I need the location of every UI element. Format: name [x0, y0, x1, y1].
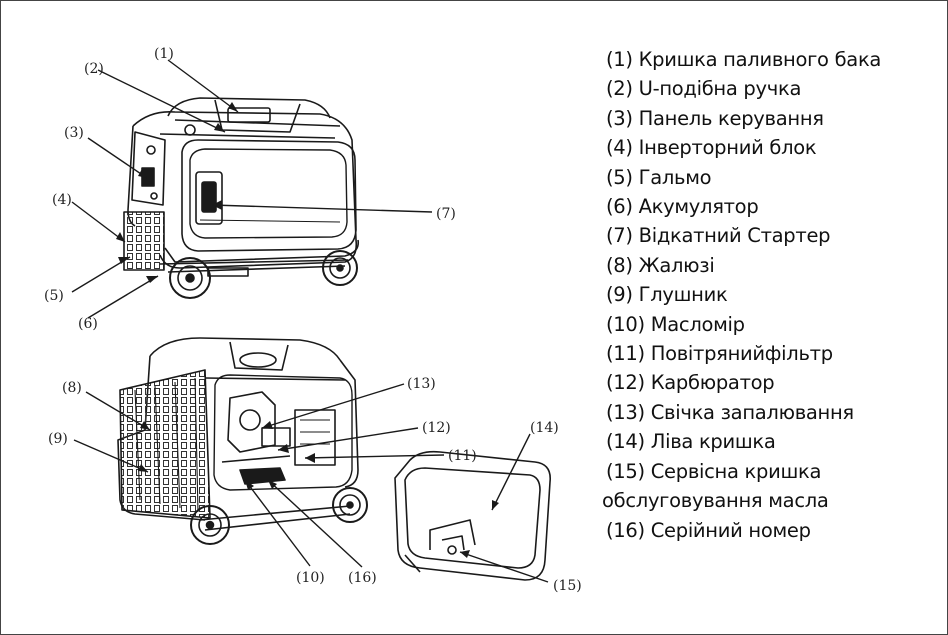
legend-item-16: (16) Серійний номер [606, 518, 811, 542]
leader-11 [304, 454, 445, 459]
arrowheads [116, 102, 499, 558]
leader-5 [71, 256, 131, 293]
left-cover-panel [394, 450, 552, 581]
callout-1: (1) [154, 46, 174, 62]
callout-7: (7) [436, 206, 456, 222]
legend-item-12: (12) Карбюратор [606, 371, 775, 395]
callout-15: (15) [553, 578, 582, 594]
callout-16: (16) [348, 570, 377, 586]
leader-6 [87, 275, 159, 319]
leader-9 [73, 439, 149, 473]
generator-open-view [117, 337, 368, 545]
generator-front-view [123, 97, 360, 299]
callout-6: (6) [78, 316, 98, 332]
legend-item-11: (11) Повітрянийфільтр [606, 342, 833, 366]
legend-item-4: (4) Інверторний блок [606, 136, 817, 160]
legend-item-15: (15) Сервісна кришка [606, 459, 822, 483]
leader-1 [167, 59, 239, 113]
leader-15 [459, 551, 549, 583]
callout-4: (4) [52, 192, 72, 208]
legend-item-15-continued: обслуговування масла [602, 489, 829, 513]
legend-item-10: (10) Масломір [606, 312, 745, 336]
leader-12 [277, 427, 419, 451]
leader-16 [267, 479, 363, 568]
callout-3: (3) [64, 125, 84, 141]
legend-item-8: (8) Жалюзі [606, 253, 715, 277]
parts-legend: (1) Кришка паливного бака (2) U-подібна … [602, 45, 941, 545]
leader-8 [85, 391, 151, 431]
callout-10: (10) [296, 570, 325, 586]
leader-3 [87, 137, 148, 179]
callout-13: (13) [407, 376, 436, 392]
leader-10 [244, 479, 311, 567]
callout-14: (14) [530, 420, 559, 436]
callout-labels: (1) (2) (3) (4) (5) (6) (7) (8) (9) (10)… [44, 46, 582, 594]
leader-2 [97, 69, 226, 133]
leader-14 [491, 433, 531, 511]
legend-item-7: (7) Відкатний Стартер [606, 224, 831, 248]
legend-item-14: (14) Ліва кришка [606, 430, 776, 454]
leader-7 [211, 204, 433, 213]
callout-8: (8) [62, 380, 82, 396]
callout-5: (5) [44, 288, 64, 304]
callout-12: (12) [422, 420, 451, 436]
legend-item-3: (3) Панель керування [606, 106, 824, 130]
legend-item-1: (1) Кришка паливного бака [606, 48, 882, 71]
legend-item-9: (9) Глушник [606, 283, 728, 307]
leader-lines [71, 59, 549, 583]
legend-item-6: (6) Акумулятор [606, 195, 759, 219]
callout-11: (11) [448, 448, 477, 464]
legend-item-5: (5) Гальмо [606, 165, 712, 189]
legend-item-13: (13) Свічка запалювання [606, 400, 854, 424]
leader-4 [71, 201, 126, 243]
callout-2: (2) [84, 61, 104, 77]
callout-9: (9) [48, 431, 68, 447]
legend-item-2: (2) U-подібна ручка [606, 77, 802, 101]
leader-13 [261, 383, 405, 429]
